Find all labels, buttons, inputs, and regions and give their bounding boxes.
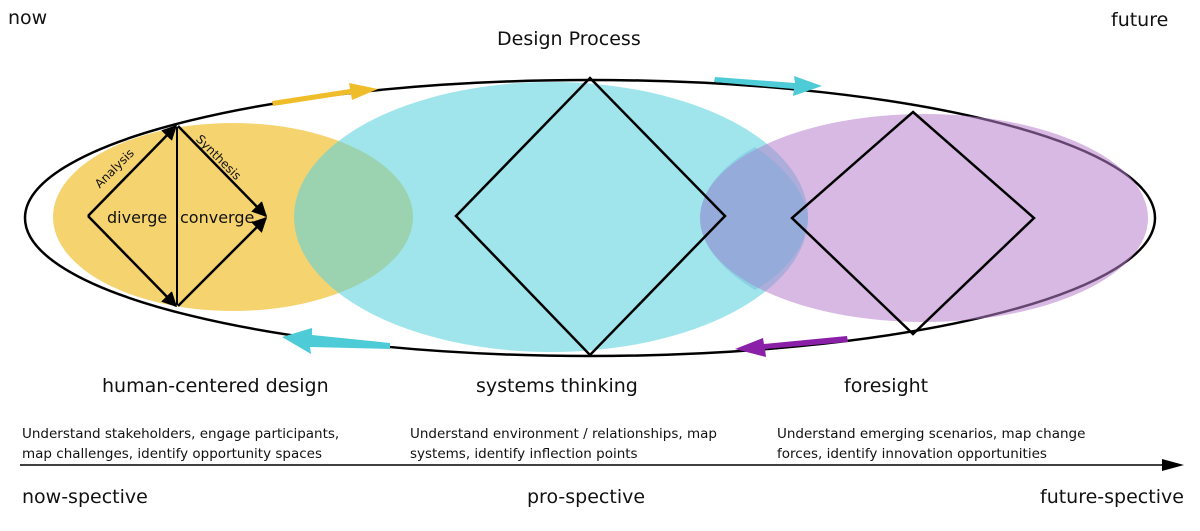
section-heading-human-centered-design: human-centered design <box>102 375 329 397</box>
cyan-arrow-bottom <box>282 328 390 354</box>
tempo-label-future-spective: future-spective <box>1040 486 1184 508</box>
diagram-title: Design Process <box>497 28 641 50</box>
description-line: Understand stakeholders, engage particip… <box>22 426 340 442</box>
purple-arrow <box>735 336 848 357</box>
description-line: Understand environment / relationships, … <box>410 426 717 442</box>
now-label: now <box>8 7 48 29</box>
tempo-label-pro-spective: pro-spective <box>527 486 646 508</box>
cyan-arrow-top <box>714 76 822 96</box>
systems-thinking-oval <box>294 82 808 352</box>
description-line: forces, identify innovation opportunitie… <box>777 446 1047 462</box>
description-line: systems, identify inflection points <box>410 446 638 462</box>
description-foresight: Understand emerging scenarios, map chang… <box>777 424 1085 464</box>
converge-label: converge <box>180 208 255 227</box>
description-human-centered-design: Understand stakeholders, engage particip… <box>22 424 339 464</box>
description-systems-thinking: Understand environment / relationships, … <box>410 424 717 464</box>
divergence-convergence-diamond <box>87 124 268 308</box>
section-heading-foresight: foresight <box>844 375 929 397</box>
description-line: map challenges, identify opportunity spa… <box>22 446 322 462</box>
yellow-arrow <box>272 83 378 106</box>
foresight-oval <box>700 114 1148 322</box>
future-label: future <box>1111 9 1169 31</box>
overlap-region <box>700 147 808 290</box>
foresight-diamond <box>790 110 1036 336</box>
description-line: Understand emerging scenarios, map chang… <box>777 426 1086 442</box>
diverge-label: diverge <box>107 208 168 227</box>
systems-thinking-diamond <box>454 76 727 357</box>
tempo-label-now-spective: now-spective <box>22 486 148 508</box>
section-heading-systems-thinking: systems thinking <box>476 375 638 397</box>
timeline-arrowhead <box>1162 459 1184 471</box>
